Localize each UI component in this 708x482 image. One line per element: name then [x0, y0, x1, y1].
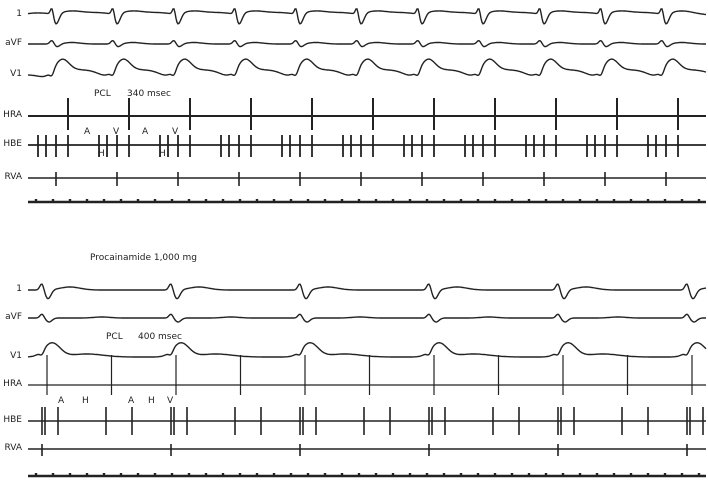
annotation-a: A: [58, 396, 65, 406]
lead-v1-trace: [28, 341, 707, 358]
hbe-trace: [28, 407, 706, 435]
hbe-trace: [28, 135, 706, 157]
hra-trace: [28, 355, 706, 395]
lead-label-avf: aVF: [5, 312, 22, 322]
lead-label-avf: aVF: [5, 38, 22, 48]
annotation-h: H: [82, 396, 89, 406]
annotation-h: H: [159, 149, 166, 159]
pcl-label: PCL: [106, 332, 123, 342]
time-marker-line: [28, 199, 706, 204]
annotation-v: V: [113, 127, 120, 137]
pcl-value: 340 msec: [127, 89, 171, 99]
lead-label-hbe: HBE: [3, 415, 22, 425]
annotation-v: V: [167, 396, 174, 406]
lead-v1-trace: [28, 58, 707, 78]
lead-label-1: 1: [16, 9, 22, 19]
lead-label-v1: V1: [10, 351, 22, 361]
lead-label-1: 1: [16, 284, 22, 294]
rva-trace: [28, 444, 706, 456]
lead-label-v1: V1: [10, 69, 22, 79]
annotation-a: A: [142, 127, 149, 137]
time-marker-line: [28, 473, 706, 478]
rva-trace: [28, 172, 706, 186]
lead-avf-trace: [28, 313, 706, 323]
lead-label-rva: RVA: [4, 172, 23, 182]
annotation-v: V: [172, 127, 179, 137]
panel-title: Procainamide 1,000 mg: [90, 253, 197, 263]
annotation-h: H: [98, 149, 105, 159]
hra-trace: [28, 98, 706, 130]
lead-label-rva: RVA: [4, 443, 23, 453]
annotation-a: A: [84, 127, 91, 137]
lead-1-trace: [28, 283, 707, 300]
lead-avf-trace: [28, 39, 706, 48]
lead-label-hbe: HBE: [3, 139, 22, 149]
annotation-a: A: [128, 396, 135, 406]
lead-label-hra: HRA: [3, 110, 22, 120]
annotation-h: H: [148, 396, 155, 406]
pcl-label: PCL: [94, 89, 111, 99]
pcl-value: 400 msec: [138, 332, 182, 342]
lead-1-trace: [27, 8, 707, 25]
lead-label-hra: HRA: [3, 379, 22, 389]
